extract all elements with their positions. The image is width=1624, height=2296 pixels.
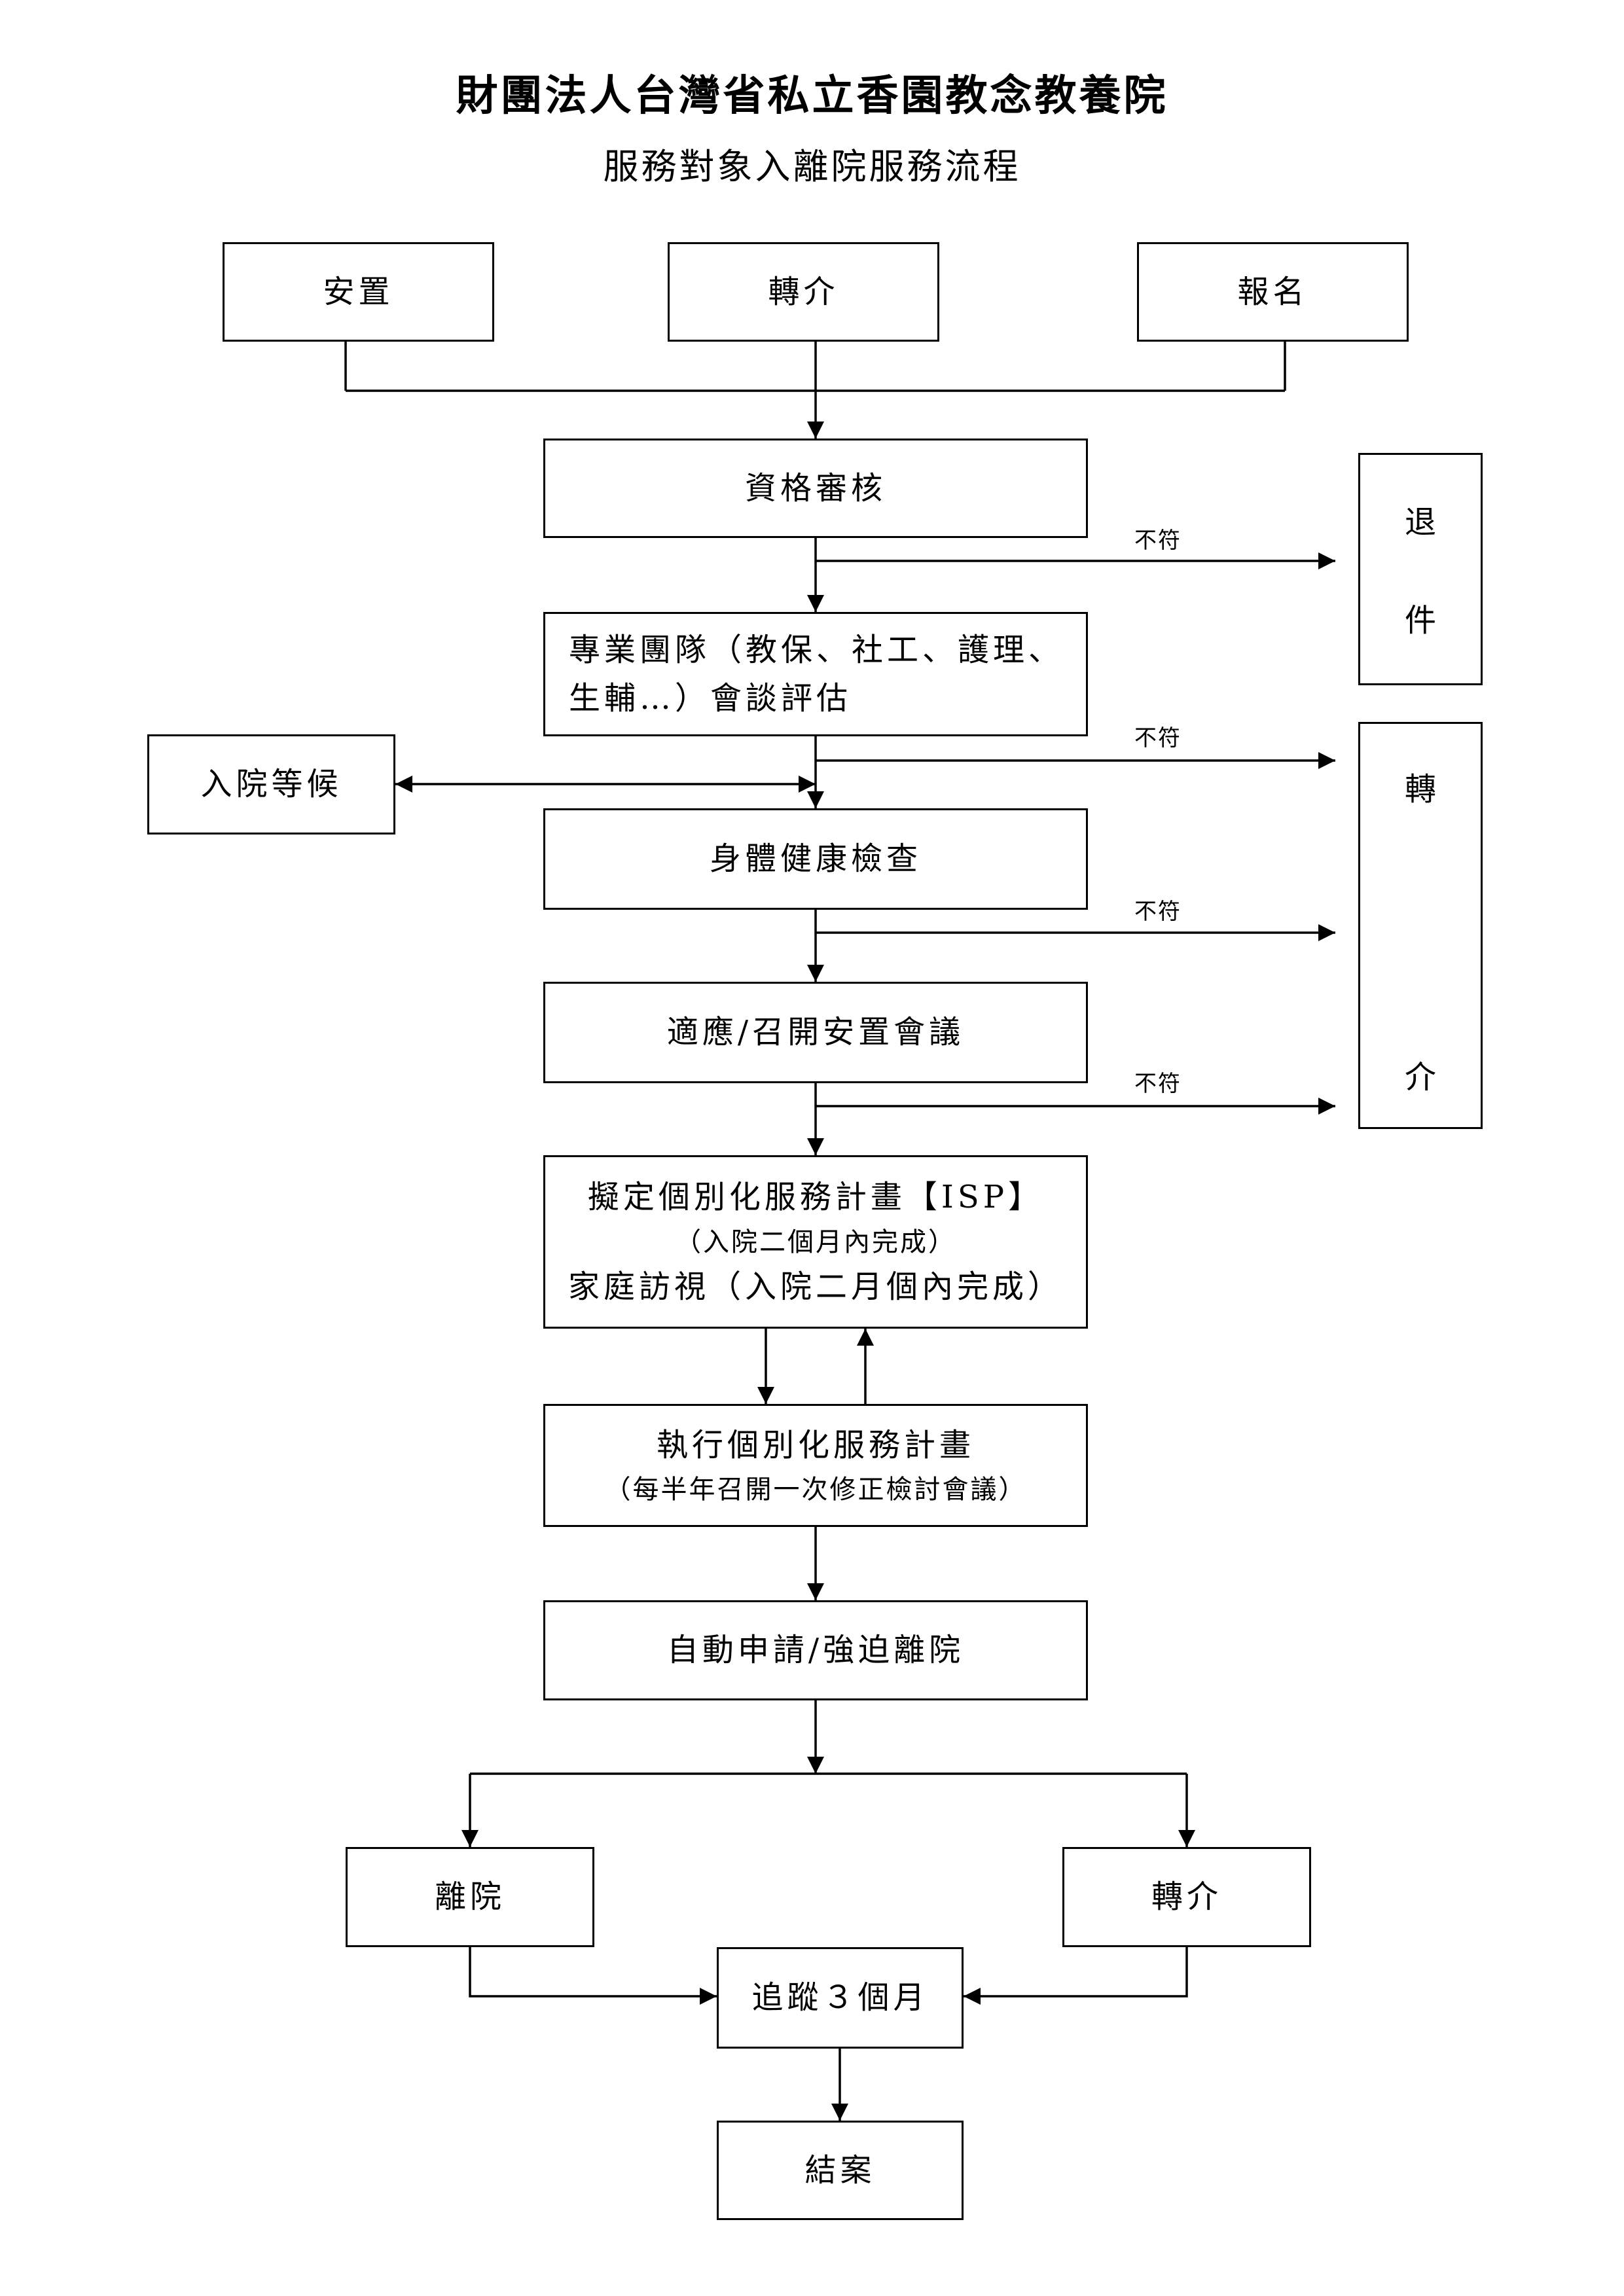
return-char-1: 退 (1404, 504, 1436, 541)
team-label-line2: 生輔…）會談評估 (569, 680, 852, 717)
not-match-label-1: 不符 (1134, 528, 1182, 554)
arrow-transfer-to-followup (964, 1947, 1188, 2005)
refer-char-1: 轉 (1404, 771, 1436, 808)
eligibility-label: 資格審核 (744, 469, 886, 507)
close-label: 結案 (804, 2151, 876, 2189)
box-transfer-out: 轉介 (1062, 1847, 1311, 1947)
document-title: 財團法人台灣省私立香園教念教養院 (456, 71, 1168, 120)
health-label: 身體健康檢查 (709, 840, 922, 878)
box-isp-execution: 執行個別化服務計畫 （每半年召開一次修正檢討會議） (543, 1404, 1088, 1527)
followup-label: 追蹤３個月 (751, 1979, 929, 2017)
adaptation-label: 適應/召開安置會議 (666, 1014, 965, 1051)
arrow-leave-to-followup (469, 1947, 717, 2005)
box-refer-out: 轉 介 (1358, 722, 1483, 1129)
document-subtitle: 服務對象入離院服務流程 (603, 146, 1021, 187)
box-health-check: 身體健康檢查 (543, 808, 1088, 910)
box-admission-waiting: 入院等候 (147, 734, 395, 834)
box-placement: 安置 (223, 242, 494, 342)
exec-label-line2: （每半年召開一次修正檢討會議） (604, 1475, 1027, 1505)
registration-label: 報名 (1237, 273, 1308, 310)
transfer-out-label: 轉介 (1151, 1878, 1222, 1916)
not-match-label-4: 不符 (1134, 1071, 1182, 1097)
isp-label-line2: （入院二個月內完成） (675, 1227, 956, 1257)
box-return-application: 退 件 (1358, 453, 1483, 685)
box-eligibility-review: 資格審核 (543, 439, 1088, 538)
box-isp-planning: 擬定個別化服務計畫【ISP】 （入院二個月內完成） 家庭訪視（入院二月個內完成） (543, 1155, 1088, 1329)
box-followup: 追蹤３個月 (717, 1947, 964, 2049)
box-leave: 離院 (346, 1847, 594, 1947)
not-match-label-3: 不符 (1134, 899, 1182, 925)
exec-label-line1: 執行個別化服務計畫 (656, 1426, 975, 1463)
return-char-2: 件 (1404, 602, 1436, 639)
leave-label: 離院 (434, 1878, 505, 1916)
waiting-label: 入院等候 (200, 766, 342, 803)
box-registration: 報名 (1137, 242, 1409, 342)
box-team-assessment: 專業團隊（教保、社工、護理、 生輔…）會談評估 (543, 612, 1088, 736)
isp-label-line1: 擬定個別化服務計畫【ISP】 (587, 1179, 1044, 1216)
discharge-label: 自動申請/強迫離院 (666, 1632, 965, 1669)
box-case-closed: 結案 (717, 2121, 964, 2220)
isp-label-line3: 家庭訪視（入院二月個內完成） (568, 1268, 1063, 1305)
referral-label: 轉介 (768, 273, 839, 310)
team-label-line1: 專業團隊（教保、社工、護理、 (569, 631, 1064, 668)
not-match-label-2: 不符 (1134, 725, 1182, 751)
box-adaptation-meeting: 適應/召開安置會議 (543, 982, 1088, 1083)
box-referral: 轉介 (668, 242, 939, 342)
placement-label: 安置 (323, 273, 394, 310)
box-discharge-request: 自動申請/強迫離院 (543, 1600, 1088, 1700)
refer-char-2: 介 (1404, 1059, 1436, 1096)
